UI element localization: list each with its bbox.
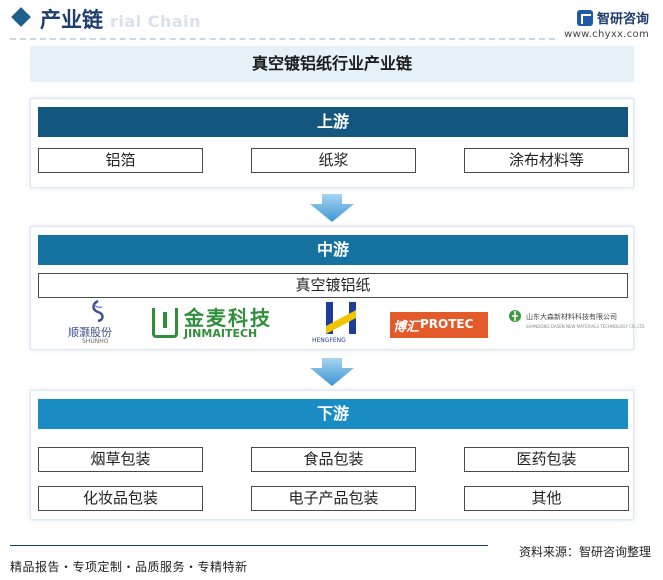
company-logo-hengfeng: HENGFENG [312, 300, 372, 346]
company-logo-jinmai: 金麦科技 JINMAITECH [152, 300, 292, 346]
midstream-label: 中游 [38, 235, 628, 265]
downstream-item: 电子产品包装 [251, 486, 416, 511]
page-header: 产业链 rial Chain [0, 0, 663, 44]
company-name: 博汇 [393, 320, 420, 335]
jinmai-logo-icon [152, 308, 178, 338]
downstream-label: 下游 [38, 399, 628, 429]
midstream-section: 中游 真空镀铝纸 [30, 226, 634, 350]
upstream-item: 纸浆 [251, 148, 416, 173]
brand-block: 智研咨询 www.chyxx.com [564, 8, 649, 40]
company-name-en: SHANDONG DASEN NEW MATERIALS TECHNOLOGY … [526, 324, 645, 329]
downstream-item: 化妆品包装 [38, 486, 203, 511]
downstream-section: 下游 烟草包装 食品包装 医药包装 化妆品包装 电子产品包装 其他 [30, 390, 634, 520]
shunho-logo-icon [92, 300, 104, 322]
upstream-item: 铝箔 [38, 148, 203, 173]
company-name-en: SHUNHO [82, 338, 109, 345]
company-logo-protec: 博汇 PROTEC [390, 312, 488, 338]
header-divider [10, 38, 555, 40]
downstream-item: 其他 [464, 486, 629, 511]
company-name: 金麦科技 [184, 306, 272, 330]
company-name: 山东大森新材料科技有限公司 [526, 313, 617, 321]
shandong-dasen-logo-icon [509, 310, 521, 322]
footer-divider [10, 545, 488, 546]
page-title: 产业链 [40, 8, 103, 32]
upstream-label: 上游 [38, 107, 628, 137]
header-watermark: rial Chain [110, 12, 202, 31]
hengfeng-logo-icon [326, 302, 356, 334]
company-name: 顺灏股份 [68, 326, 112, 339]
down-arrow-icon [310, 358, 354, 386]
down-arrow-icon [310, 194, 354, 222]
footer-tagline: 精品报告・专项定制・品质服务・专精特新 [10, 560, 248, 574]
brand-site: www.chyxx.com [564, 29, 649, 40]
downstream-item: 烟草包装 [38, 447, 203, 472]
company-name-en: PROTEC [420, 317, 474, 331]
downstream-item: 医药包装 [464, 447, 629, 472]
upstream-item: 涂布材料等 [464, 148, 629, 173]
diamond-icon [11, 7, 31, 27]
upstream-section: 上游 铝箔 纸浆 涂布材料等 [30, 98, 634, 188]
brand-logo-icon [576, 9, 593, 26]
company-logo-shunho: 顺灏股份 SHUNHO [68, 300, 124, 346]
brand-name: 智研咨询 [596, 12, 649, 27]
midstream-product: 真空镀铝纸 [38, 273, 628, 298]
company-name-en: HENGFENG [312, 337, 346, 344]
chart-title: 真空镀铝纸行业产业链 [30, 46, 634, 82]
company-name-en: JINMAITECH [184, 327, 258, 340]
source-note: 资料来源：智研咨询整理 [518, 545, 651, 559]
company-logo-shandong-dasen: 山东大森新材料科技有限公司 SHANDONG DASEN NEW MATERIA… [508, 300, 645, 346]
downstream-item: 食品包装 [251, 447, 416, 472]
